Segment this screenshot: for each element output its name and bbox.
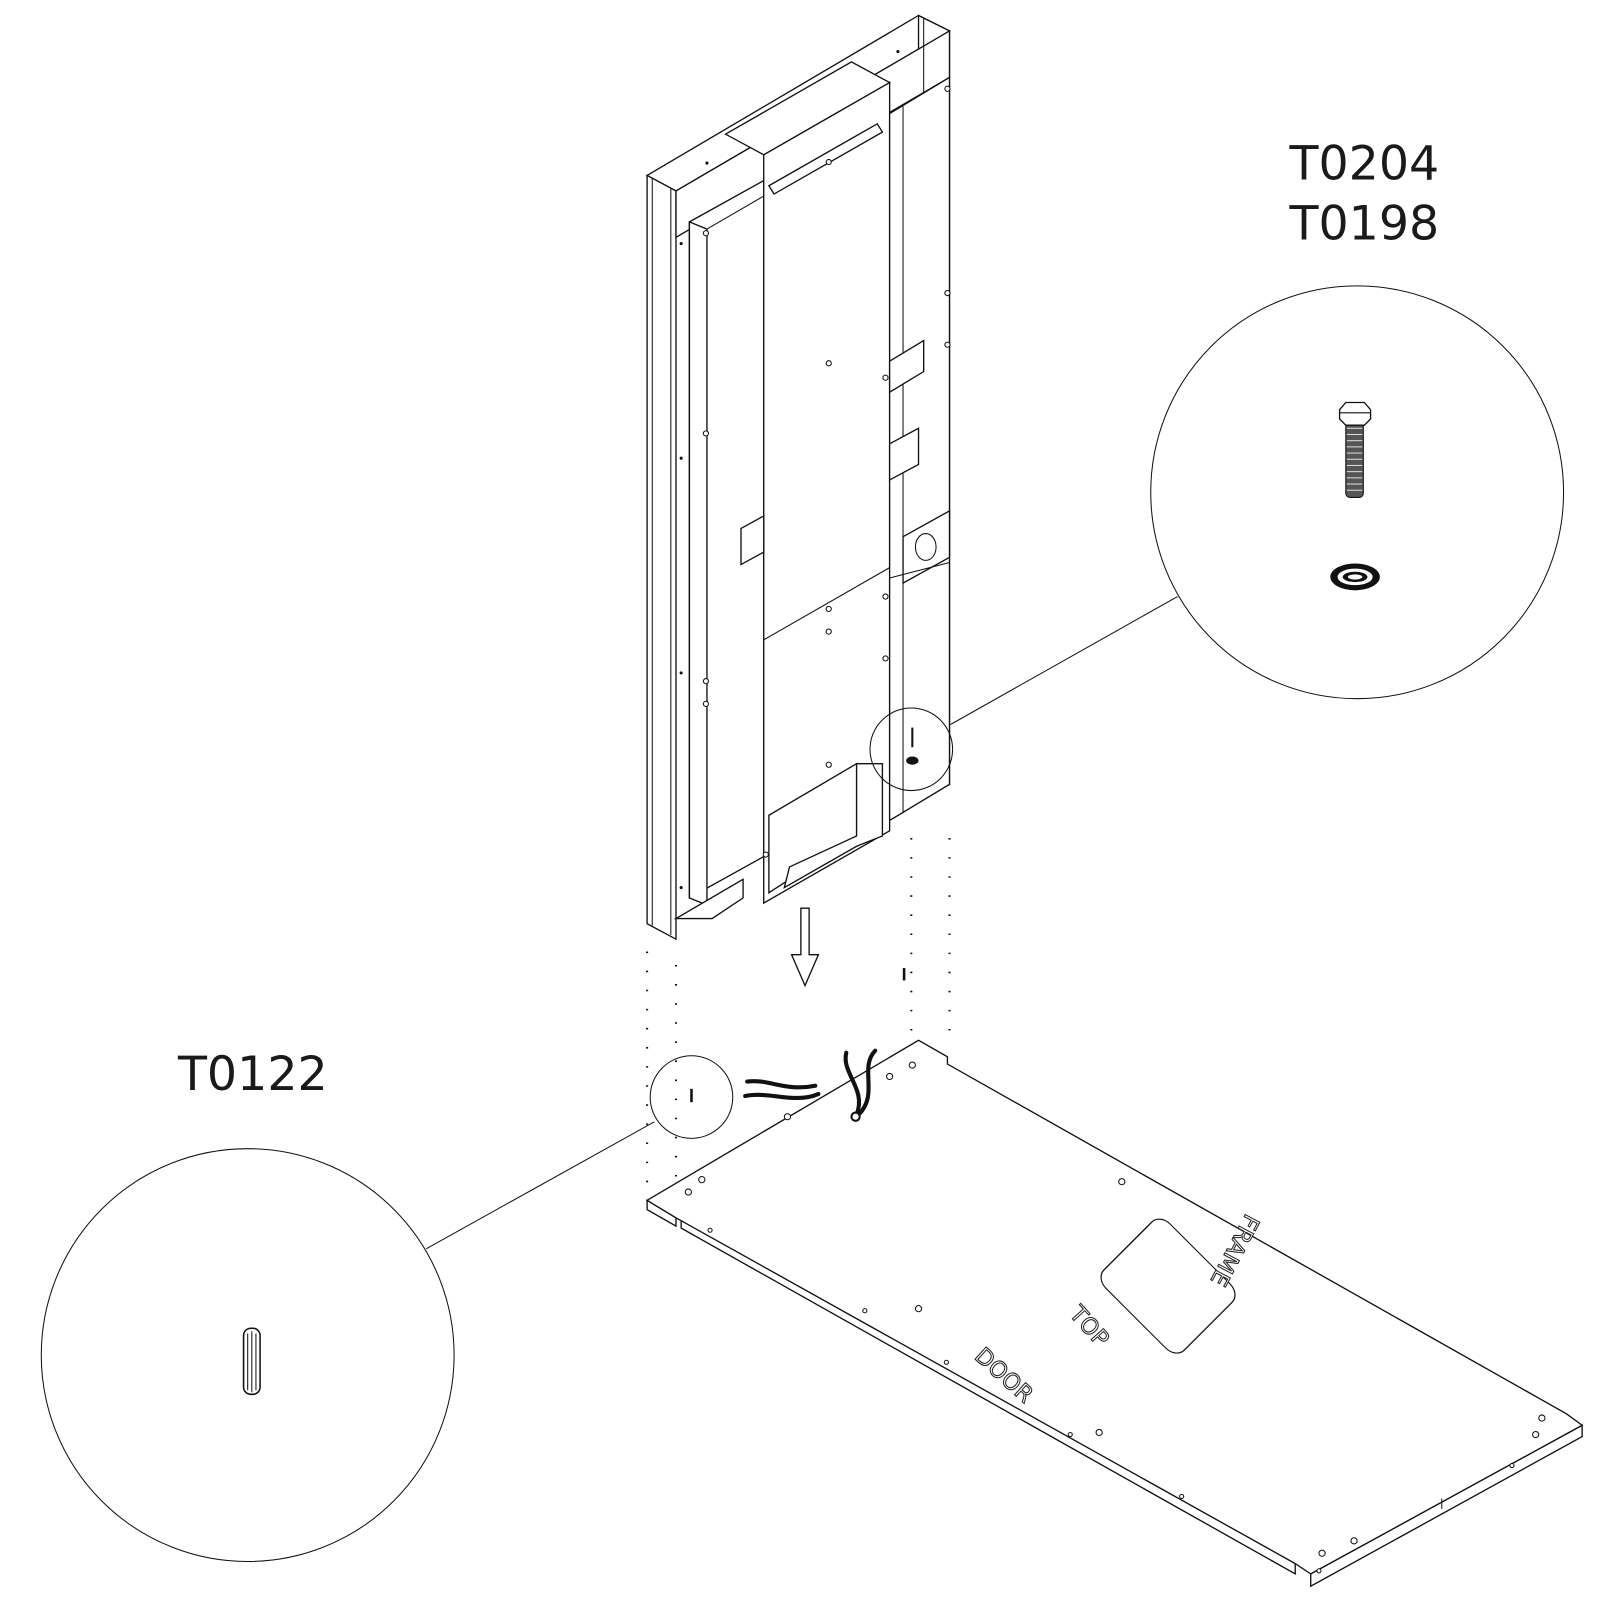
hex-bolt-icon [1338, 401, 1372, 498]
board-top-face [645, 1039, 1584, 1575]
part-number-t0204: T0204 [1288, 137, 1439, 192]
bracket [740, 514, 765, 566]
detail-circle [1150, 285, 1565, 700]
alignment-dotted-lines [646, 838, 951, 1187]
down-arrow-icon [790, 907, 820, 988]
dowel-pin-icon [242, 1327, 261, 1396]
leader-line [425, 1121, 655, 1250]
center-panel [763, 81, 891, 905]
screw-holes [679, 50, 951, 890]
detail-circle [40, 1148, 455, 1563]
leader-line [950, 596, 1178, 725]
board-cutout [1100, 1218, 1236, 1354]
board-holes [684, 1061, 1546, 1574]
part-number-t0198: T0198 [1288, 196, 1439, 251]
right-side-panel [888, 76, 951, 822]
slot [767, 122, 884, 195]
detail-callout-dowel [40, 1121, 655, 1563]
detail-marker-circle [869, 707, 954, 792]
frame-assembly [645, 14, 954, 941]
detail-callout-bolt-washer [950, 285, 1565, 725]
frame-left-post [646, 174, 677, 941]
washer-icon [1330, 563, 1380, 591]
detail-marker-circle [649, 1055, 734, 1139]
base-board: FRAME TOP DOOR [645, 1039, 1584, 1588]
part-number-t0122: T0122 [177, 1047, 328, 1102]
